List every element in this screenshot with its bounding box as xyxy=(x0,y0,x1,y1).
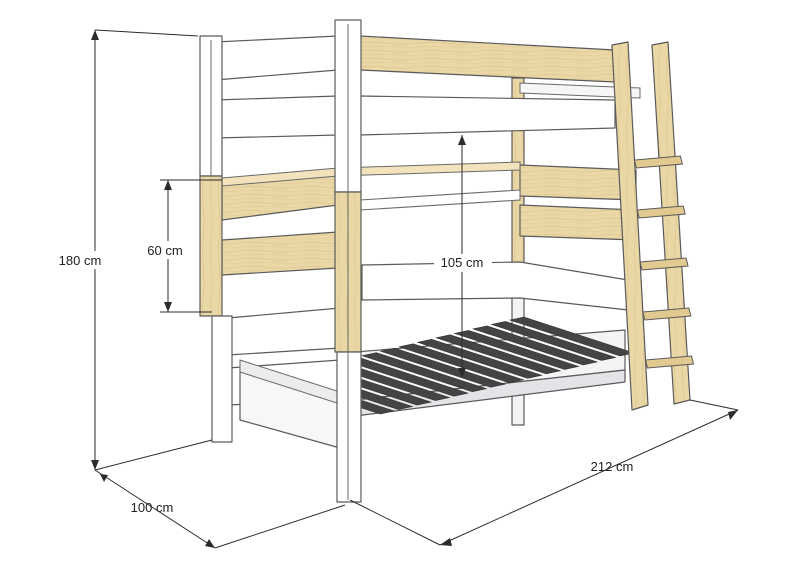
dimension-clearance: 105 cm xyxy=(434,135,492,378)
slat xyxy=(379,347,506,388)
height-label: 180 cm xyxy=(59,253,102,268)
dimension-length: 212 cm xyxy=(349,399,739,546)
upper-bed xyxy=(214,35,616,276)
slat xyxy=(435,334,562,375)
width-label: 100 cm xyxy=(131,500,174,515)
guard-height-label: 60 cm xyxy=(147,243,182,258)
length-label: 212 cm xyxy=(591,459,634,474)
ladder-left-rail xyxy=(611,41,649,411)
ladder-rung xyxy=(644,355,695,369)
lower-bed xyxy=(227,307,636,449)
upper-back-rail-top xyxy=(359,35,616,83)
upper-back-rail-far xyxy=(519,82,641,99)
clearance-label: 105 cm xyxy=(441,255,484,270)
slat xyxy=(398,343,525,384)
slat xyxy=(416,338,543,379)
upper-long-rail xyxy=(359,95,616,136)
upper-bed-underside xyxy=(221,161,521,187)
ladder-right-rail xyxy=(651,41,691,405)
slat xyxy=(361,352,488,393)
front-right-post-lower xyxy=(336,351,362,503)
lower-head-board-top xyxy=(227,307,341,356)
upper-head-rail-1 xyxy=(214,35,339,81)
front-left-post-lower xyxy=(211,315,233,443)
slat xyxy=(490,321,617,361)
ladder-rung xyxy=(642,307,692,321)
front-posts xyxy=(199,19,362,503)
ladder-rung xyxy=(633,155,684,169)
lower-back-rail xyxy=(361,261,629,311)
dimension-guard-height: 60 cm xyxy=(140,179,222,313)
upper-bed-side-edge xyxy=(359,189,521,211)
upper-guard-rail-2 xyxy=(221,231,339,276)
ladder-rung xyxy=(639,257,689,271)
ladder-rungs xyxy=(633,155,695,369)
slat xyxy=(453,330,580,370)
ladder-rung xyxy=(636,205,686,219)
upper-head-rail-2 xyxy=(214,95,339,139)
slat xyxy=(471,325,599,366)
dimension-width: 100 cm xyxy=(94,439,346,549)
front-left-post-mid xyxy=(199,175,223,317)
back-frame xyxy=(359,35,641,426)
middle-back-rail-2 xyxy=(519,204,637,241)
dimension-height: 180 cm xyxy=(50,29,199,470)
